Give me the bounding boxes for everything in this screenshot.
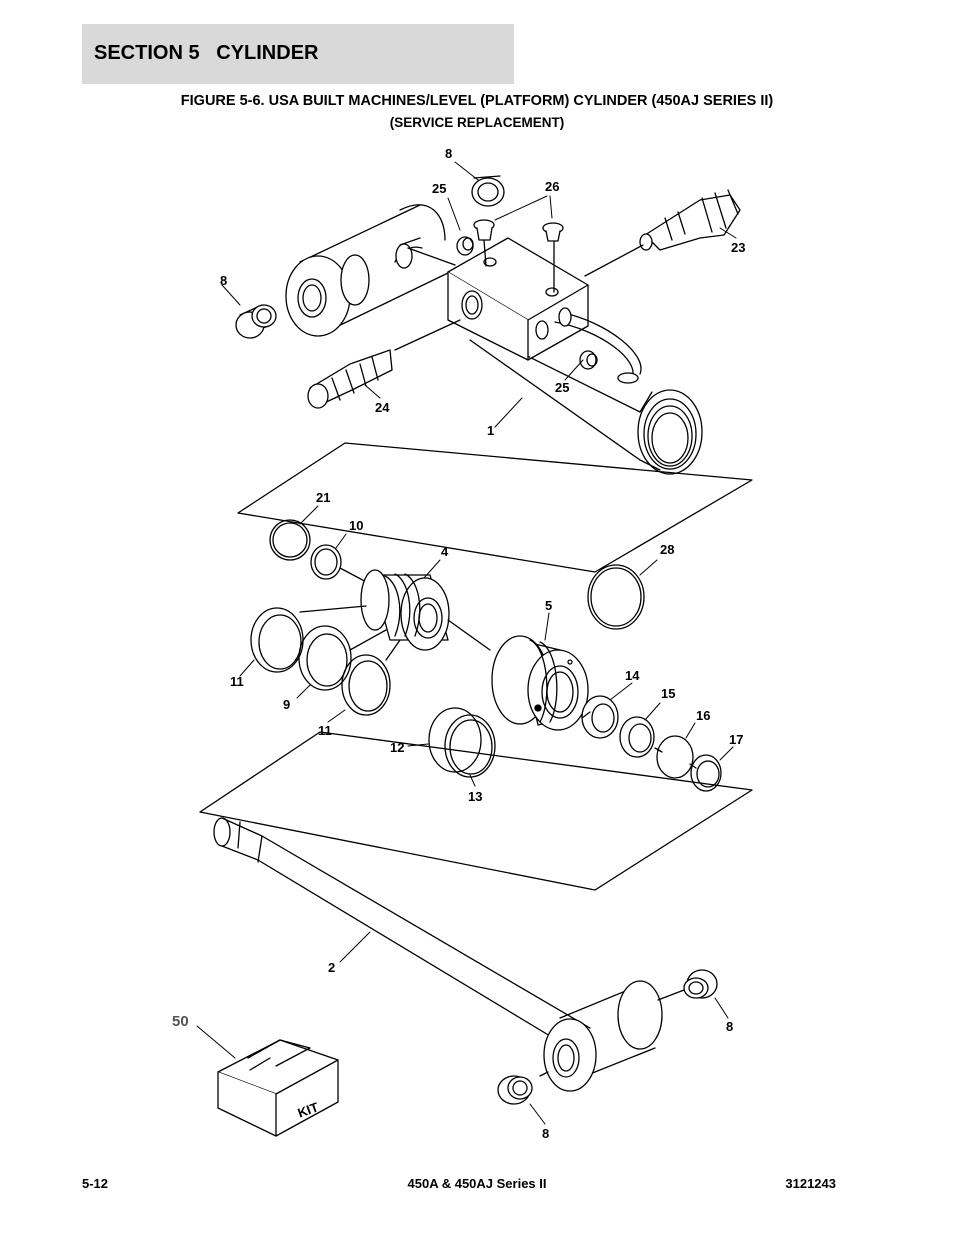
wiper-17 xyxy=(690,754,722,792)
callout-24: 24 xyxy=(375,400,390,415)
bushing-8-top xyxy=(471,175,505,207)
valve-cartridge-24 xyxy=(307,319,461,409)
cylinder-barrel xyxy=(285,204,703,475)
seal-15 xyxy=(619,716,655,758)
figure-subtitle: (SERVICE REPLACEMENT) xyxy=(389,115,565,130)
plug-25-bottom xyxy=(579,350,598,370)
bushing-8-rod-top xyxy=(683,969,718,999)
valve-cartridge-23 xyxy=(584,189,741,277)
callout-1: 1 xyxy=(487,423,494,438)
callout-50: 50 xyxy=(172,1013,189,1030)
orifice-26-left xyxy=(473,219,495,241)
seal-9 xyxy=(298,625,352,691)
callout-28: 28 xyxy=(660,542,674,557)
callout-11: 11 xyxy=(230,674,244,689)
barrel-plane-outline xyxy=(237,442,753,573)
section-header-bar: SECTION 5 CYLINDER xyxy=(82,24,514,84)
orifice-26-right xyxy=(542,222,564,242)
bushing-8-left xyxy=(235,304,277,339)
seal-11-right xyxy=(341,654,391,716)
ring-16 xyxy=(656,735,694,779)
callout-8: 8 xyxy=(220,273,227,288)
bushing-8-rod-bottom xyxy=(497,1075,533,1105)
callout-14: 14 xyxy=(625,668,640,683)
leader-lines xyxy=(196,161,737,1125)
callout-25: 25 xyxy=(432,181,446,196)
seal-13 xyxy=(444,714,496,778)
valve-block xyxy=(407,237,642,384)
seal-12 xyxy=(428,707,482,773)
callout-5: 5 xyxy=(545,598,552,613)
callout-23: 23 xyxy=(731,240,745,255)
callout-8: 8 xyxy=(542,1126,549,1141)
seal-14 xyxy=(581,695,619,739)
callout-4: 4 xyxy=(441,544,449,559)
callout-10: 10 xyxy=(349,518,363,533)
ring-10 xyxy=(310,544,342,580)
o-ring-28 xyxy=(587,564,645,630)
callout-21: 21 xyxy=(316,490,330,505)
piston-4 xyxy=(360,569,491,651)
callout-17: 17 xyxy=(729,732,743,747)
callout-2: 2 xyxy=(328,960,335,975)
kit-box-label: KIT xyxy=(296,1099,321,1120)
callout-11: 11 xyxy=(318,723,332,738)
plug-25-top xyxy=(456,236,474,256)
callout-9: 9 xyxy=(283,697,290,712)
rod-plane-outline xyxy=(199,731,753,891)
figure-title: FIGURE 5-6. USA BUILT MACHINES/LEVEL (PL… xyxy=(180,93,774,109)
model-name: 450A & 450AJ Series II xyxy=(407,1176,547,1191)
callout-8: 8 xyxy=(726,1019,733,1034)
callout-26: 26 xyxy=(545,179,559,194)
piston-rod-2 xyxy=(213,817,663,1092)
document-number: 3121243 xyxy=(785,1176,836,1191)
callout-16: 16 xyxy=(696,708,710,723)
callout-8: 8 xyxy=(445,146,452,161)
page-number: 5-12 xyxy=(82,1176,109,1191)
cylinder-head-5 xyxy=(491,635,589,731)
ring-21 xyxy=(269,519,311,561)
callout-12: 12 xyxy=(390,740,404,755)
section-title: SECTION 5 CYLINDER xyxy=(94,42,319,64)
kit-box-50 xyxy=(217,1039,339,1137)
callout-15: 15 xyxy=(661,686,675,701)
callout-25: 25 xyxy=(555,380,569,395)
seal-11-left xyxy=(250,607,304,673)
callout-13: 13 xyxy=(468,789,482,804)
